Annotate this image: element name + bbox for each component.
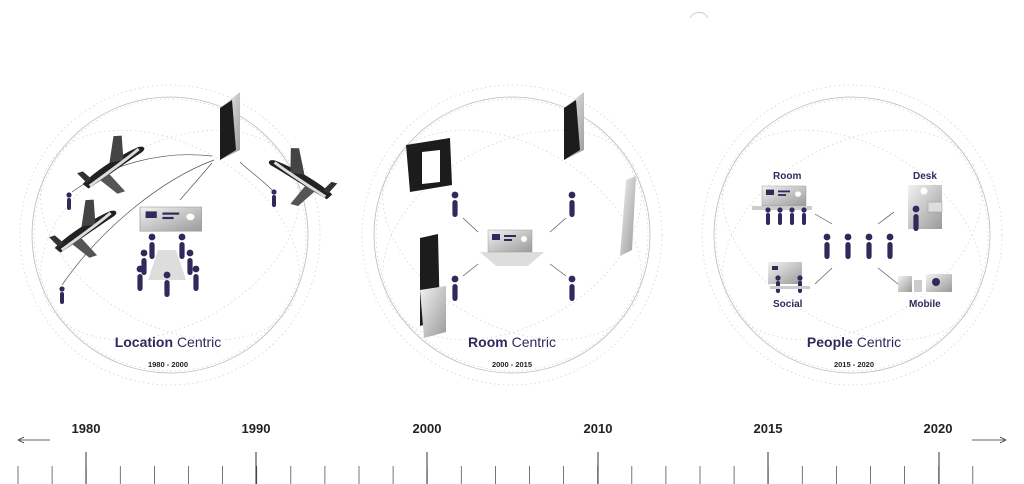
era-title-room: Room Centric [468,334,556,350]
year-label-2000: 2000 [412,421,442,436]
year-label-2010: 2010 [583,421,613,436]
era-years-people: 2015 - 2020 [833,360,875,369]
building-icon [420,234,446,338]
center-people-icon [823,233,894,259]
meeting-screen-icon [139,206,203,232]
node-label-room: Room [773,171,802,182]
node-label-desk: Desk [913,171,937,182]
era-title-location: Location Centric [114,334,222,350]
mobile-node-icon [898,274,952,292]
person-icon [451,191,459,217]
era-years-room: 2000 - 2015 [491,360,533,369]
year-label-2020: 2020 [923,421,953,436]
person-icon [451,275,459,301]
people-centric-illustration [752,185,952,293]
person-icon [59,286,65,304]
person-icon [568,191,576,217]
location-centric-illustration [40,92,346,304]
person-icon [271,189,277,207]
room-centric-illustration [406,92,636,338]
year-label-2015: 2015 [753,421,783,436]
tower-icon [564,92,584,160]
desk-node-icon [908,185,943,231]
airplane-icon [68,126,157,206]
tower-icon [220,92,240,160]
timeline-ticks [17,452,974,484]
era-years-location: 1980 - 2000 [147,360,189,369]
room-node-icon [752,185,812,225]
doorway-icon [406,138,452,192]
timeline-axis [17,436,1007,444]
decoration-arc [689,11,709,19]
era-title-people: People Centric [806,334,902,350]
panel-icon [620,176,636,256]
node-label-mobile: Mobile [909,299,941,310]
year-label-1980: 1980 [71,421,101,436]
year-label-1990: 1990 [241,421,271,436]
meeting-table-icon [148,250,186,280]
person-icon [66,192,72,210]
node-label-social: Social [773,299,803,310]
meeting-room-icon [480,229,544,266]
social-node-icon [768,262,810,293]
person-icon [568,275,576,301]
